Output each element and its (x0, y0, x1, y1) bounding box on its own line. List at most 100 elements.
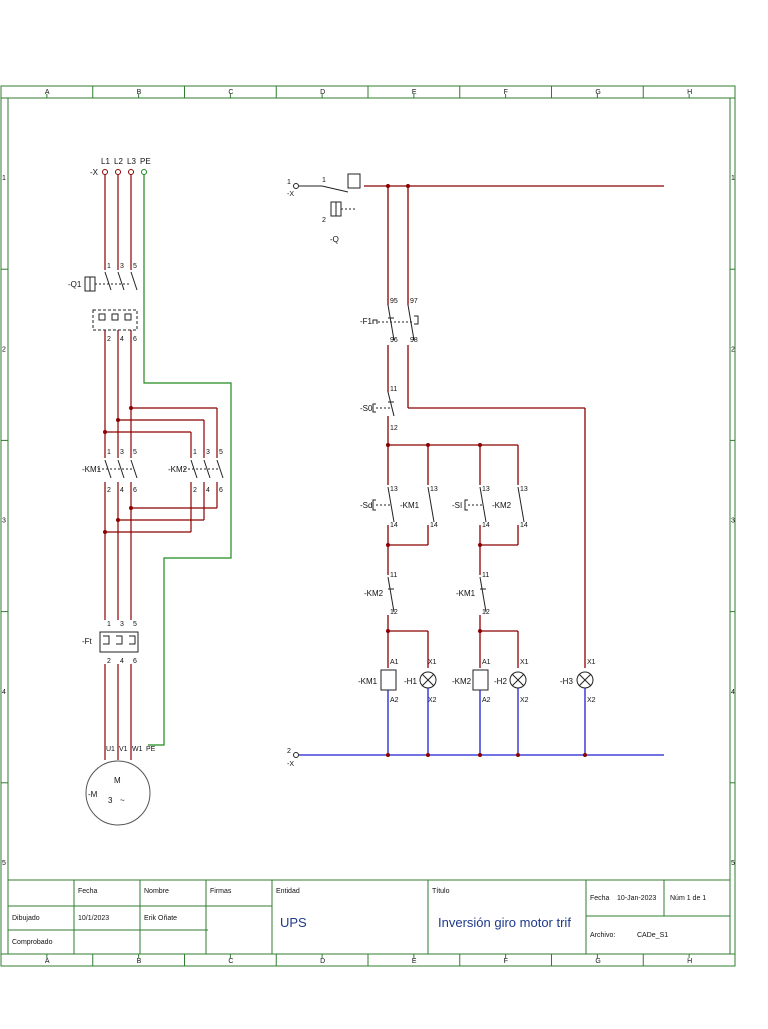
tb-dibujado-fecha: 10/1/2023 (78, 915, 109, 922)
q-ref: -Q (330, 235, 339, 244)
km2-aux-ref: -KM2 (492, 501, 512, 510)
phase-junctions (103, 406, 133, 534)
sd-pin-14: 14 (390, 522, 398, 529)
column-label-c-bottom: C (228, 958, 233, 965)
km1-aux-no-contact: -KM1 13 14 (400, 486, 438, 529)
km1-pin-2: 2 (107, 487, 111, 494)
motor-phases-label: 3 (108, 796, 113, 805)
q1-breaker: -Q1 1 3 5 2 4 6 (68, 263, 138, 343)
ft-pin-6: 6 (133, 658, 137, 665)
supply-l-number: 1 (287, 179, 291, 186)
km1-nc-pin-11: 11 (482, 572, 489, 579)
column-label-b-top: B (137, 89, 142, 96)
supply-n-ref: -X (287, 761, 294, 768)
power-circuit: L1 L2 L3 PE -X (68, 157, 232, 826)
terminal-l1 (102, 169, 108, 175)
h2-x2: X2 (520, 697, 529, 704)
km2-pin-4: 4 (206, 487, 210, 494)
row-label-5-right: 5 (731, 860, 735, 867)
motor-ac-label: ~ (120, 796, 125, 805)
column-label-c-top: C (228, 89, 233, 96)
tb-dibujado-nombre: Erik Oñate (144, 915, 177, 922)
supply-n-number: 2 (287, 748, 291, 755)
terminal-l3 (128, 169, 134, 175)
terminal-l1-label: L1 (101, 157, 110, 166)
supply-l-ref: -X (287, 191, 294, 198)
km2-coil: -KM2 A1 A2 (452, 659, 491, 704)
q-pin-out: 2 (322, 217, 326, 224)
tb-header-entidad: Entidad (276, 888, 300, 895)
column-label-f-top: F (504, 89, 508, 96)
h2-lamp: -H2 X1 X2 (494, 659, 529, 704)
si-ref: -SI (452, 501, 462, 510)
km2-coil-a2: A2 (482, 697, 491, 704)
km1-pin-4: 4 (120, 487, 124, 494)
tb-header-nombre: Nombre (144, 888, 169, 895)
title-block: Fecha Nombre Firmas Entidad Título Dibuj… (8, 879, 730, 954)
tb-header-fecha: Fecha (78, 888, 98, 895)
km2-main-contacts: -KM2 1 3 5 2 4 6 (168, 449, 224, 494)
tb-header-titulo: Título (432, 888, 450, 895)
terminal-l2-label: L2 (114, 157, 123, 166)
ft-pin-4: 4 (120, 658, 124, 665)
km2-nc-interlock: -KM2 11 12 (364, 572, 398, 616)
column-label-h-top: H (687, 89, 692, 96)
tb-archivo-label: Archivo: (590, 932, 615, 939)
pe-wire (143, 175, 232, 746)
terminal-x-ref: -X (90, 168, 99, 177)
f1-pin-95: 95 (390, 298, 398, 305)
row-label-3-left: 3 (2, 518, 6, 525)
q-pin-in: 1 (322, 177, 326, 184)
column-label-e-bottom: E (412, 958, 417, 965)
h1-x1: X1 (428, 659, 437, 666)
f1-pin-97: 97 (410, 298, 418, 305)
row-label-2-left: 2 (2, 346, 6, 353)
q1-pin-6: 6 (133, 336, 137, 343)
row-label-4-right: 4 (731, 689, 735, 696)
km1-main-contacts: -KM1 1 3 5 2 4 6 (82, 449, 138, 494)
si-reverse-button: -SI 13 14 (452, 486, 490, 529)
column-label-f-bottom: F (504, 958, 508, 965)
sd-forward-button: -Sd 13 14 (360, 486, 398, 529)
column-label-h-bottom: H (687, 958, 692, 965)
q-control-breaker (299, 173, 361, 217)
km1-aux-pin-13: 13 (430, 486, 438, 493)
supply-l-terminal (293, 183, 299, 189)
f1-pin-98: 98 (410, 337, 418, 344)
control-circuit: 1 -X 1 2 -Q (287, 173, 664, 768)
ft-pin-3: 3 (120, 621, 124, 628)
row-label-5-left: 5 (2, 860, 6, 867)
tb-header-firmas: Firmas (210, 888, 232, 895)
tb-entidad-value: UPS (280, 915, 307, 930)
km1-pin-6: 6 (133, 487, 137, 494)
tb-titulo-value: Inversión giro motor trif (438, 915, 571, 930)
row-label-3-right: 3 (731, 518, 735, 525)
km1-nc-ref: -KM1 (456, 589, 476, 598)
tb-fecha-value: 10-Jan-2023 (617, 895, 656, 902)
km1-nc-interlock: -KM1 11 12 (456, 572, 490, 616)
q1-pin-5: 5 (133, 263, 137, 270)
km2-pin-2: 2 (193, 487, 197, 494)
km1-ref: -KM1 (82, 465, 102, 474)
motor-ref: -M (88, 790, 98, 799)
sd-ref: -Sd (360, 501, 372, 510)
km2-aux-no-contact: -KM2 13 14 (492, 486, 528, 529)
ft-thermal-relay: -Ft 1 3 5 2 4 6 (82, 621, 139, 665)
column-label-b-bottom: B (137, 958, 142, 965)
row-label-1-right: 1 (731, 175, 735, 182)
motor-terminal-pe: PE (146, 746, 156, 753)
terminal-l3-label: L3 (127, 157, 136, 166)
motor-terminal-w1: W1 (132, 746, 143, 753)
km2-nc-ref: -KM2 (364, 589, 384, 598)
km2-ref: -KM2 (168, 465, 188, 474)
h1-x2: X2 (428, 697, 437, 704)
km2-nc-pin-11: 11 (390, 572, 397, 579)
h3-x2: X2 (587, 697, 596, 704)
column-label-g-bottom: G (595, 958, 600, 965)
s0-pin-12: 12 (390, 425, 398, 432)
sd-pin-13: 13 (390, 486, 398, 493)
